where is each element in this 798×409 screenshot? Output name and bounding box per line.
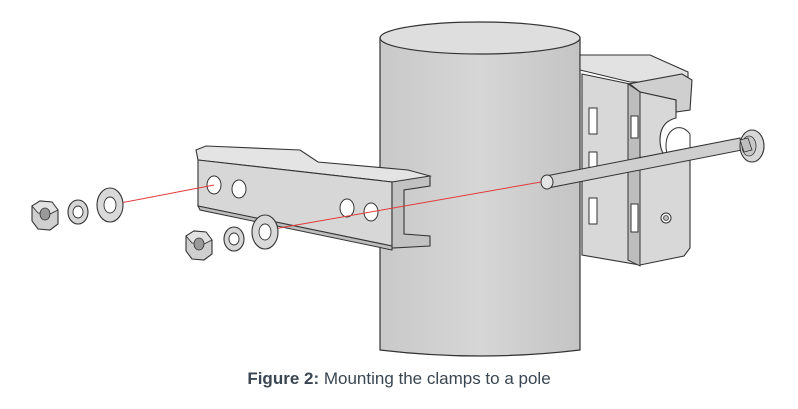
alignment-guides: [109, 181, 542, 231]
front-clamp-bracket: [195, 145, 432, 251]
rear-clamp-bracket: [579, 54, 693, 267]
hex-nut-icon: [31, 200, 59, 231]
pole: [379, 21, 581, 357]
flat-washer-icon: [96, 187, 124, 223]
bolt: [540, 129, 765, 190]
figure-caption-label: Figure 2:: [247, 369, 320, 388]
figure-caption-text: Mounting the clamps to a pole: [319, 369, 551, 388]
hardware-set-upper: [31, 187, 124, 231]
hardware-set-lower: [185, 214, 279, 261]
lock-washer-icon: [67, 199, 89, 225]
figure-caption: Figure 2: Mounting the clamps to a pole: [0, 369, 798, 389]
hex-nut-icon: [185, 230, 213, 261]
lock-washer-icon: [223, 226, 245, 252]
flat-washer-icon: [251, 214, 279, 250]
